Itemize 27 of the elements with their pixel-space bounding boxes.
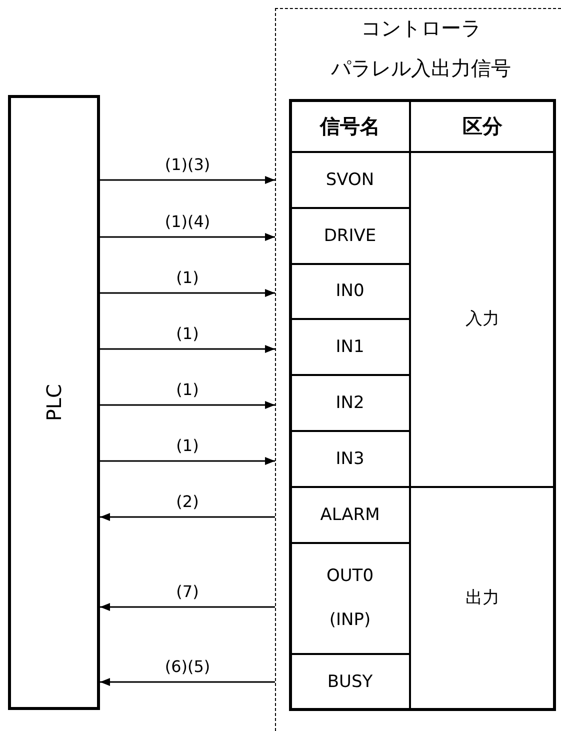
table-cell-text: DRIVE (324, 224, 376, 248)
controller-region (275, 8, 561, 731)
table-cell-text: 入力 (466, 308, 500, 332)
table-cell-text: 出力 (466, 587, 500, 610)
table-cell-text: ALARM (320, 504, 380, 527)
table-cell-text: SVON (326, 168, 374, 192)
device-label: PLC (42, 384, 66, 422)
arrow (100, 176, 275, 184)
arrow (100, 289, 275, 297)
table-cell-text: IN3 (336, 448, 364, 471)
arrow (100, 603, 275, 611)
arrow (100, 345, 275, 353)
region-heading: コントローラ (360, 15, 482, 42)
table-cell-text: IN2 (336, 392, 364, 416)
arrow (100, 233, 275, 241)
table-cell-text: IN0 (336, 280, 364, 304)
column-header: 区分 (462, 113, 502, 140)
table-cell-text: BUSY (327, 671, 373, 694)
arrow (100, 678, 275, 686)
table-cell-text: OUT0 (INP) (325, 565, 375, 632)
plc-box (8, 95, 100, 710)
table-cell-text: IN1 (336, 336, 364, 360)
arrow (100, 457, 275, 465)
arrow (100, 513, 275, 521)
region-heading: パラレル入出力信号 (330, 55, 512, 82)
arrow (100, 401, 275, 409)
column-header: 信号名 (320, 113, 380, 140)
